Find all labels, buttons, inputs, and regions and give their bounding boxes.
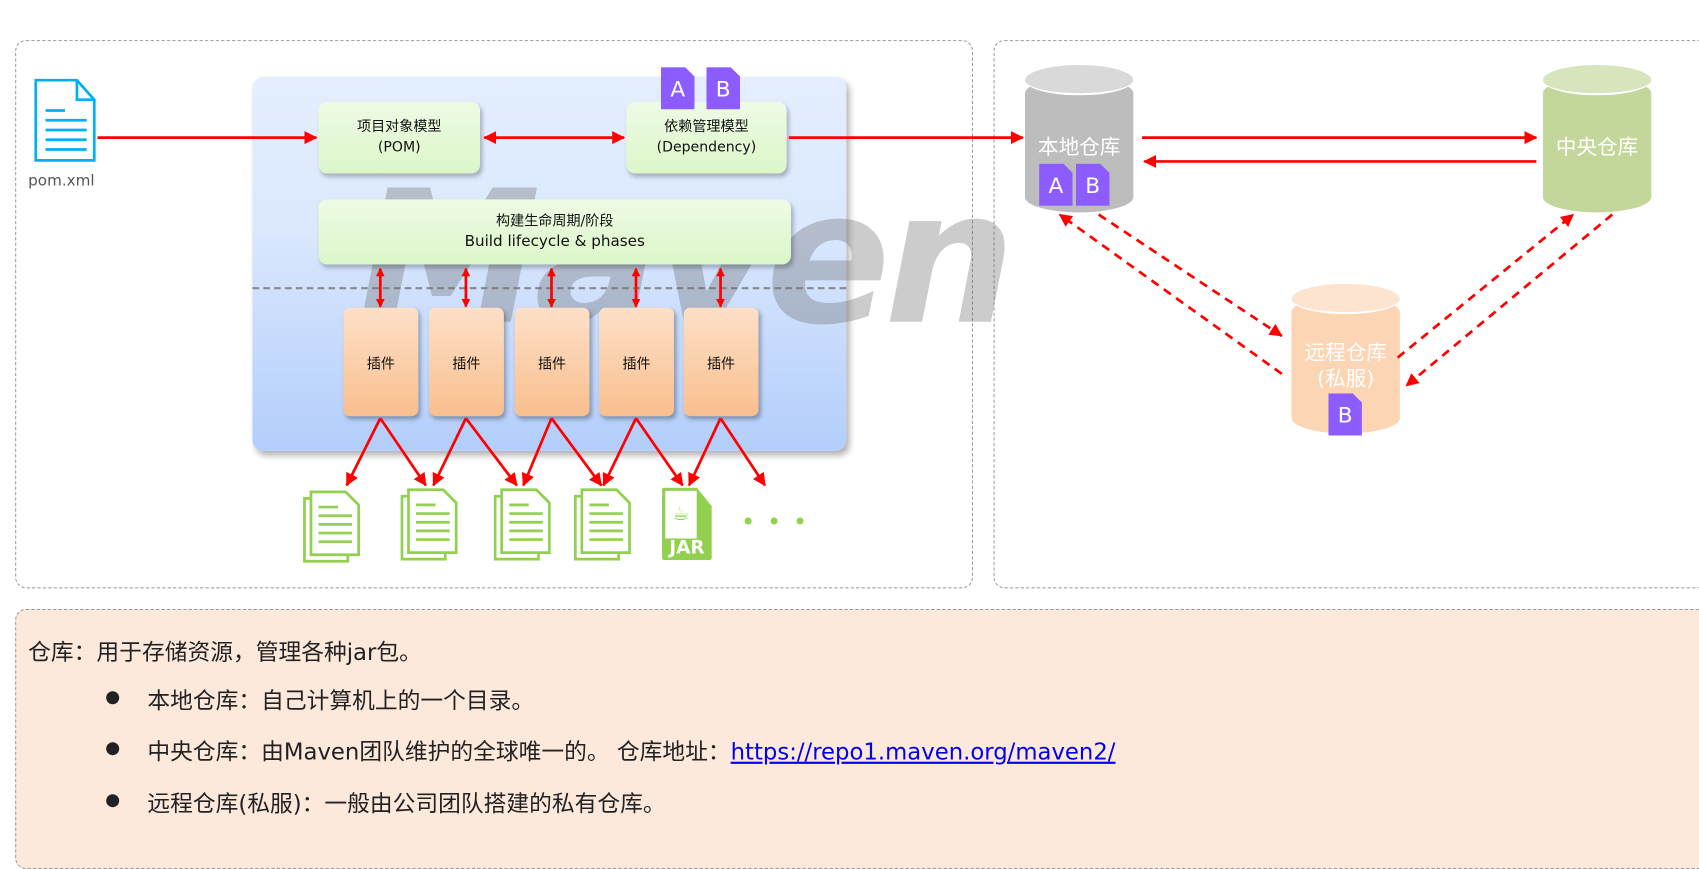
java-cup-icon: ☕ <box>665 490 697 539</box>
dependency-model-box: 依赖管理模型 (Dependency) <box>626 101 787 174</box>
plugin-box: 插件 <box>429 307 504 417</box>
arrow-local-to-remote <box>1097 213 1283 338</box>
document-icon <box>573 488 631 561</box>
note-central-text: 中央仓库：由Maven团队维护的全球唯一的。 仓库地址： <box>147 738 731 765</box>
pom-model-subtitle: (POM) <box>377 139 421 157</box>
bullet <box>106 691 120 705</box>
dependency-model-title: 依赖管理模型 <box>664 119 749 136</box>
local-badge-a: A <box>1039 163 1073 206</box>
pom-model-box: 项目对象模型 (POM) <box>318 101 480 174</box>
lifecycle-plugin-arrows <box>375 267 725 308</box>
local-badge-b: B <box>1075 163 1110 206</box>
document-icon <box>493 488 551 561</box>
note-remote-repo: 远程仓库(私服)：一般由公司团队搭建的私有仓库。 <box>147 790 666 817</box>
xml-file-icon <box>34 78 96 162</box>
local-repository-label: 本地仓库 <box>1037 135 1121 160</box>
jar-label: JAR <box>669 537 705 560</box>
note-central-repo: 中央仓库：由Maven团队维护的全球唯一的。 仓库地址：https://repo… <box>147 735 1115 768</box>
more-outputs: • • • <box>741 509 810 537</box>
remote-repository: 远程仓库 (私服) <box>1291 283 1400 434</box>
plugin-box: 插件 <box>599 307 674 417</box>
pom-file-label: pom.xml <box>28 172 95 190</box>
dependency-model-subtitle: (Dependency) <box>656 139 757 157</box>
central-repository-label: 中央仓库 <box>1555 135 1639 160</box>
build-section <box>15 40 973 589</box>
arrow-remote-to-central <box>1396 213 1575 359</box>
remote-badge-b: B <box>1328 393 1362 436</box>
repository-section <box>993 40 1699 589</box>
pom-model-title: 项目对象模型 <box>356 119 442 136</box>
remote-repository-sublabel: (私服) <box>1317 367 1375 392</box>
flow-arrows <box>97 131 1614 487</box>
lifecycle-title: 构建生命周期/阶段 <box>496 213 614 230</box>
bullet <box>106 794 120 808</box>
notes-heading: 仓库：用于存储资源，管理各种jar包。 <box>28 639 422 666</box>
remote-repository-label: 远程仓库 <box>1304 341 1387 366</box>
plugin-box: 插件 <box>343 307 419 417</box>
lifecycle-subtitle: Build lifecycle & phases <box>464 232 645 251</box>
jar-file-icon: ☕ JAR <box>662 487 712 561</box>
plugin-box: 插件 <box>514 307 590 417</box>
arrow-central-to-remote <box>1405 213 1614 387</box>
note-local-repo: 本地仓库：自己计算机上的一个目录。 <box>147 688 535 715</box>
dependency-badge-b: B <box>706 67 741 110</box>
arrow-remote-to-local <box>1058 213 1283 375</box>
plugin-output-arrows <box>345 417 767 487</box>
document-icon <box>400 488 458 561</box>
dependency-badge-a: A <box>660 67 695 110</box>
plugin-box: 插件 <box>683 307 759 417</box>
bullet <box>106 742 120 756</box>
central-repository: 中央仓库 <box>1542 65 1652 213</box>
document-icon <box>303 490 360 563</box>
lifecycle-box: 构建生命周期/阶段 Build lifecycle & phases <box>318 199 791 265</box>
central-repo-link[interactable]: https://repo1.maven.org/maven2/ <box>730 738 1116 765</box>
